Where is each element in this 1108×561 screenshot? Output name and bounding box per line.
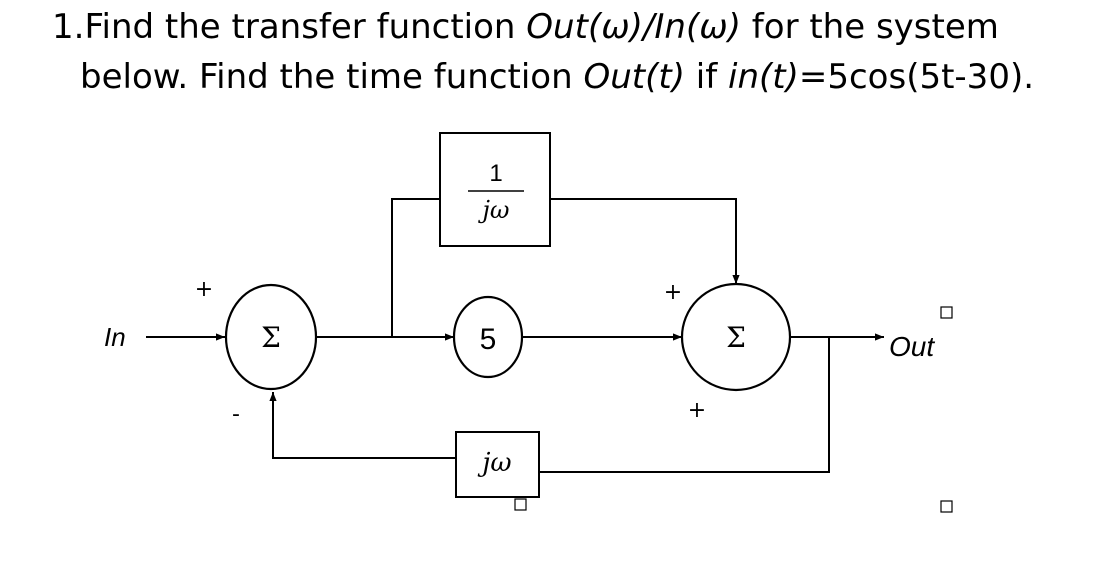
- transfer-function-expr: Out(ω)/In(ω): [526, 7, 741, 47]
- summer1-top-sign: +: [195, 277, 213, 302]
- output-label: Out: [889, 331, 935, 362]
- integrator-output-line: [550, 198, 740, 284]
- summing-junction-2: Σ: [680, 282, 792, 392]
- summer2-top-sign: +: [664, 280, 682, 305]
- to-integrator-line: [391, 198, 440, 337]
- integrator-numerator: 1: [489, 160, 502, 187]
- gain-value: 5: [480, 323, 497, 356]
- feedback-value: jω: [477, 448, 511, 478]
- placeholder-square-2: [940, 500, 953, 513]
- input-time-expr: in(t): [728, 57, 799, 97]
- integrator-block: 1 jω: [439, 132, 551, 247]
- problem-line-2: below. Find the time function Out(t) if …: [80, 57, 1035, 97]
- input-label: In: [104, 322, 126, 352]
- problem-statement: 1.Find the transfer function Out(ω)/In(ω…: [52, 2, 1034, 102]
- placeholder-square-1: [940, 306, 953, 319]
- feedback-tap-line: [539, 337, 830, 473]
- summer1-sigma: Σ: [261, 321, 281, 354]
- summer2-sigma: Σ: [726, 321, 746, 354]
- summer1-bottom-sign: -: [232, 402, 240, 427]
- feedback-return-line: [269, 392, 456, 459]
- gain-block: 5: [452, 295, 524, 379]
- placeholder-square-3: [514, 498, 527, 511]
- summing-junction-1: Σ: [224, 283, 318, 391]
- integrator-denominator: jω: [477, 196, 509, 224]
- problem-line-1: 1.Find the transfer function Out(ω)/In(ω…: [52, 7, 999, 47]
- output-time-expr: Out(t): [583, 57, 685, 97]
- feedback-block: jω: [455, 431, 540, 498]
- summer2-bottom-sign: +: [688, 398, 706, 423]
